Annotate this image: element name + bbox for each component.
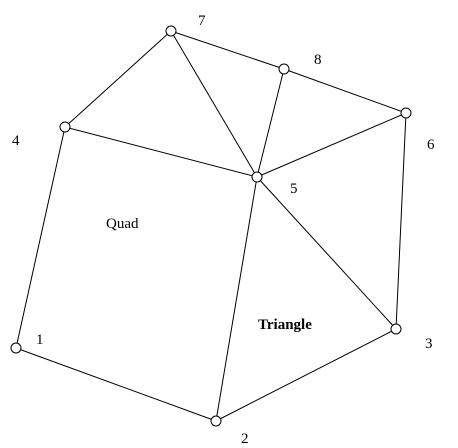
- node-label-3: 3: [425, 336, 433, 352]
- region-label-quad: Quad: [106, 216, 139, 232]
- node-label-6: 6: [427, 137, 435, 153]
- edge-3-6: [395, 112, 407, 330]
- edge-4-7: [64, 30, 172, 128]
- node-2: [210, 415, 222, 427]
- node-label-2: 2: [241, 431, 249, 447]
- edge-1-4: [15, 126, 66, 349]
- mesh-nodes: [10, 25, 412, 427]
- node-3: [390, 323, 402, 335]
- edge-2-3: [215, 328, 397, 422]
- edge-5-3: [256, 176, 397, 330]
- node-8: [278, 63, 290, 75]
- node-7: [165, 25, 177, 37]
- edge-5-7: [170, 30, 258, 178]
- node-label-7: 7: [198, 13, 206, 29]
- node-label-1: 1: [36, 332, 44, 348]
- edge-5-8: [256, 68, 285, 178]
- node-label-4: 4: [12, 133, 20, 149]
- region-label-triangle: Triangle: [258, 317, 312, 333]
- edge-8-6: [283, 68, 407, 114]
- node-1: [10, 342, 22, 354]
- node-labels: 1 2 3 4 5 6 7 8: [12, 13, 435, 447]
- edge-5-6: [256, 112, 407, 178]
- edge-5-2: [215, 176, 258, 422]
- edge-1-2: [15, 347, 217, 422]
- node-6: [400, 107, 412, 119]
- node-4: [59, 121, 71, 133]
- mesh-edges: [15, 30, 407, 422]
- edge-4-5: [64, 126, 258, 178]
- edge-7-8: [170, 30, 285, 70]
- node-label-5: 5: [290, 181, 298, 197]
- node-label-8: 8: [314, 52, 322, 68]
- node-5: [251, 171, 263, 183]
